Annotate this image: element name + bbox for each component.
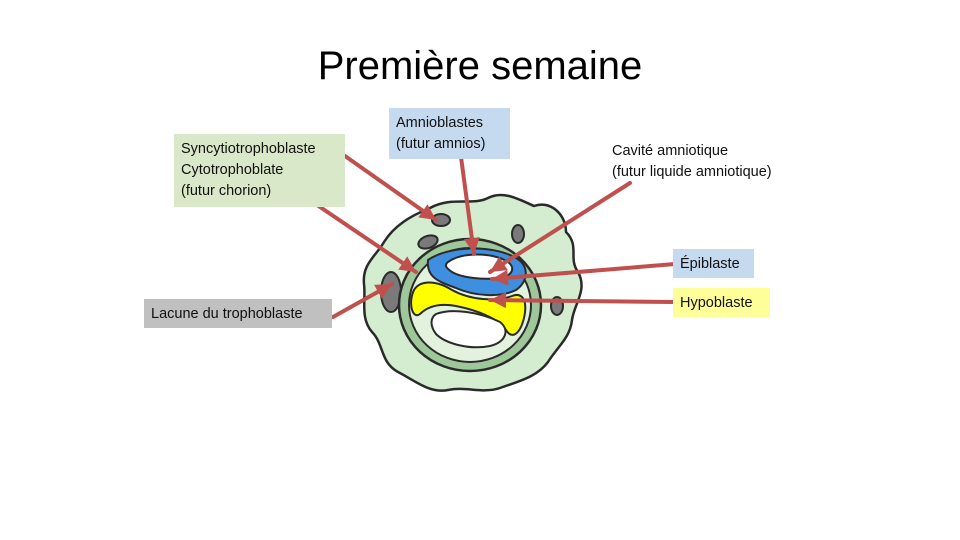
arrow-hypoblaste-head bbox=[490, 292, 507, 309]
label-hypoblaste: Hypoblaste bbox=[673, 288, 770, 317]
arrow-epiblaste-head bbox=[492, 269, 509, 286]
label-cavite-amniotique: Cavité amniotique (futur liquide amnioti… bbox=[612, 143, 772, 180]
arrow-amnioblastes bbox=[459, 155, 476, 256]
arrow-syncytio-outer-head bbox=[418, 204, 436, 220]
lacuna-left-top bbox=[417, 234, 439, 250]
primitive-yolk-sac bbox=[430, 310, 507, 349]
arrow-lacune-head bbox=[374, 284, 392, 299]
label-lacune-trophoblaste: Lacune du trophoblaste bbox=[144, 299, 332, 328]
label-amnioblastes: Amnioblastes (futur amnios) bbox=[389, 108, 510, 159]
arrow-amnioblastes-head bbox=[463, 237, 480, 254]
label-epiblaste: Épiblaste bbox=[673, 249, 754, 278]
lacuna-top-right bbox=[511, 224, 525, 244]
label-syncytiotrophoblaste: Syncytiotrophoblaste Cytotrophoblate (fu… bbox=[174, 134, 345, 207]
arrow-hypoblaste bbox=[488, 298, 675, 304]
arrowheads-group bbox=[374, 204, 509, 309]
arrow-syncytio-outer bbox=[343, 154, 438, 222]
arrow-cavite-head bbox=[490, 256, 508, 272]
arrows-group bbox=[290, 154, 677, 319]
arrow-syncytio-inner-head bbox=[398, 256, 416, 272]
arrow-epiblaste bbox=[490, 262, 677, 281]
arrow-cavite bbox=[488, 181, 632, 274]
hypoblast bbox=[410, 281, 527, 336]
lacuna-top bbox=[431, 213, 451, 227]
page-title: Première semaine bbox=[317, 44, 643, 88]
